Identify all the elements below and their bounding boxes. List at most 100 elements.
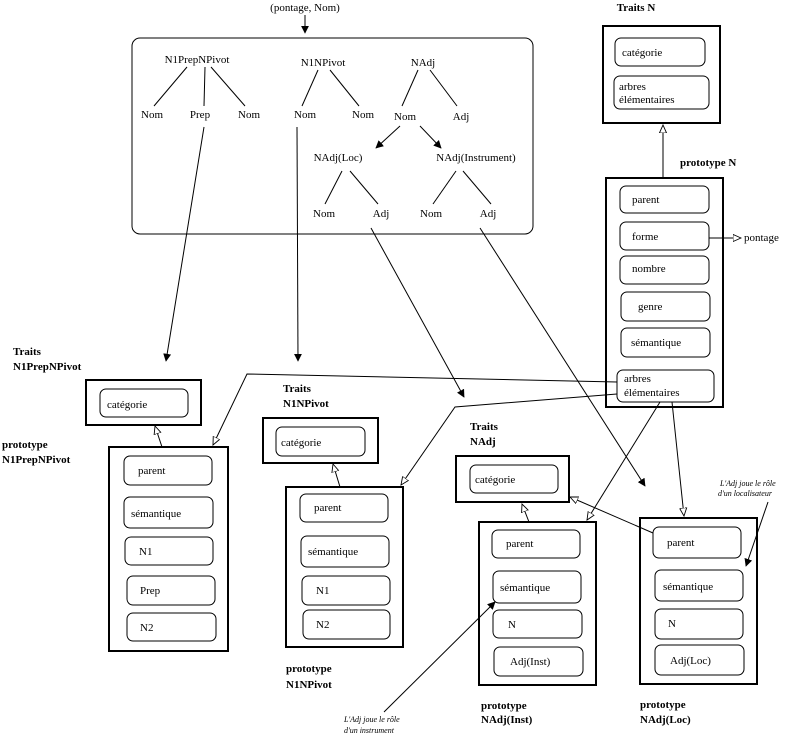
traits-nadj: Traits NAdj catégorie xyxy=(455,421,570,503)
prototype-n-title: prototype N xyxy=(680,157,736,169)
prototype-n1prepnpivot: prototype N1PrepNPivot parent sémantique… xyxy=(2,426,229,652)
slot-label: N2 xyxy=(316,619,329,631)
slot-label: catégorie xyxy=(281,437,321,449)
inherit-arrow xyxy=(333,464,341,488)
slot xyxy=(275,426,366,457)
slot xyxy=(614,37,706,67)
slot-label: catégorie xyxy=(622,47,662,59)
slot xyxy=(620,291,711,322)
tree-nadj: NAdj Nom Adj xyxy=(375,57,470,149)
slot xyxy=(299,493,389,523)
prototype-title: NAdj(Inst) xyxy=(481,714,533,726)
tree-leaf: Prep xyxy=(190,109,211,121)
traits-title: NAdj xyxy=(470,436,496,448)
slot-label: parent xyxy=(667,537,694,549)
tree-root: NAdj(Loc) xyxy=(314,152,363,164)
connector-nom-to-traits xyxy=(293,126,302,362)
slot xyxy=(493,646,584,677)
prototype-nadj-loc: prototype NAdj(Loc) parent sémantique N … xyxy=(639,517,758,726)
traits-n1prepnpivot: Traits N1PrepNPivot catégorie xyxy=(13,346,202,426)
derivation-arrow-loc xyxy=(375,125,401,149)
slot xyxy=(492,570,582,604)
tree-leaf: Nom xyxy=(238,109,260,121)
slot-label: sémantique xyxy=(663,581,713,593)
connector-inst-adj xyxy=(479,227,646,487)
slot xyxy=(99,388,189,418)
slot-label: sémantique xyxy=(308,546,358,558)
tree-root: N1PrepNPivot xyxy=(165,54,230,66)
note-instrument: L'Adj joue le rôle xyxy=(343,715,400,724)
traits-title: Traits xyxy=(13,346,42,358)
slot xyxy=(469,464,559,494)
tree-leaf: Adj xyxy=(480,208,497,220)
traits-title: Traits xyxy=(470,421,499,433)
note-instrument: d'un instrument xyxy=(344,726,395,735)
slot-label: Adj(Inst) xyxy=(510,656,551,668)
slot xyxy=(492,609,583,639)
pontage-label: pontage xyxy=(744,232,779,244)
slot-label: forme xyxy=(632,231,658,243)
slot-label: N xyxy=(668,618,676,630)
tree-leaf: Nom xyxy=(420,208,442,220)
slot xyxy=(619,221,710,251)
slot-label: arbres xyxy=(619,81,646,93)
tree-nadj-instrument: NAdj(Instrument) Nom Adj xyxy=(420,152,516,220)
link-arbres-n1prep xyxy=(213,373,618,445)
slot-label: parent xyxy=(506,538,533,550)
prototype-n1npivot: prototype N1NPivot parent sémantique N1 … xyxy=(285,464,404,691)
slot-label: arbres xyxy=(624,373,651,385)
tree-leaf: Nom xyxy=(394,111,416,123)
link-arbres-inst xyxy=(587,401,661,520)
traits-title: N1NPivot xyxy=(283,398,329,410)
traits-title: Traits xyxy=(283,383,312,395)
traits-box xyxy=(455,455,570,503)
traits-box xyxy=(85,379,202,426)
slot xyxy=(619,255,710,285)
link-arbres-n1n xyxy=(401,393,618,485)
traits-n-box xyxy=(602,25,721,124)
note-localisateur-arrow xyxy=(744,501,769,567)
slot xyxy=(620,327,711,358)
prototype-box xyxy=(639,517,758,685)
prototype-box xyxy=(108,446,229,652)
traits-n-title: Traits N xyxy=(617,2,656,14)
tree-root: NAdj(Instrument) xyxy=(436,152,516,164)
prototype-n-box xyxy=(605,177,724,408)
slot-label: parent xyxy=(632,194,659,206)
slot xyxy=(616,369,715,403)
slot-label: parent xyxy=(314,502,341,514)
slot-label: N1 xyxy=(316,585,329,597)
slot-label: N1 xyxy=(139,546,152,558)
slot xyxy=(654,569,744,602)
slot xyxy=(300,535,390,568)
slot-label: élémentaires xyxy=(624,387,680,399)
prototype-title: NAdj(Loc) xyxy=(640,714,691,726)
tree-leaf: Adj xyxy=(453,111,470,123)
traits-box xyxy=(262,417,379,464)
inherit-arrow xyxy=(522,504,530,523)
slot xyxy=(652,526,742,559)
trees-container xyxy=(131,37,534,235)
slot xyxy=(123,455,213,486)
prototype-title: prototype xyxy=(481,700,527,712)
slot xyxy=(123,496,214,529)
tree-leaf: Nom xyxy=(141,109,163,121)
slot-label: élémentaires xyxy=(619,94,675,106)
inherit-arrow xyxy=(155,426,163,448)
prototype-n: prototype N parent forme nombre genre sé… xyxy=(605,125,779,408)
link-loc-to-traits-nadj xyxy=(570,497,654,534)
slot xyxy=(654,644,745,676)
note-localisateur: d'un localisateur xyxy=(718,489,773,498)
prototype-title: N1NPivot xyxy=(286,679,332,691)
slot xyxy=(613,75,710,110)
tree-leaf: Nom xyxy=(313,208,335,220)
tree-root: N1NPivot xyxy=(301,57,346,69)
link-arbres-loc xyxy=(671,401,684,516)
prototype-title: prototype xyxy=(640,699,686,711)
tree-root: NAdj xyxy=(411,57,435,69)
prototype-box xyxy=(285,486,404,648)
slot-label: Adj(Loc) xyxy=(670,655,711,667)
slot-label: parent xyxy=(138,465,165,477)
slot-label: N2 xyxy=(140,622,153,634)
traits-n: Traits N catégorie arbres élémentaires xyxy=(602,2,721,124)
